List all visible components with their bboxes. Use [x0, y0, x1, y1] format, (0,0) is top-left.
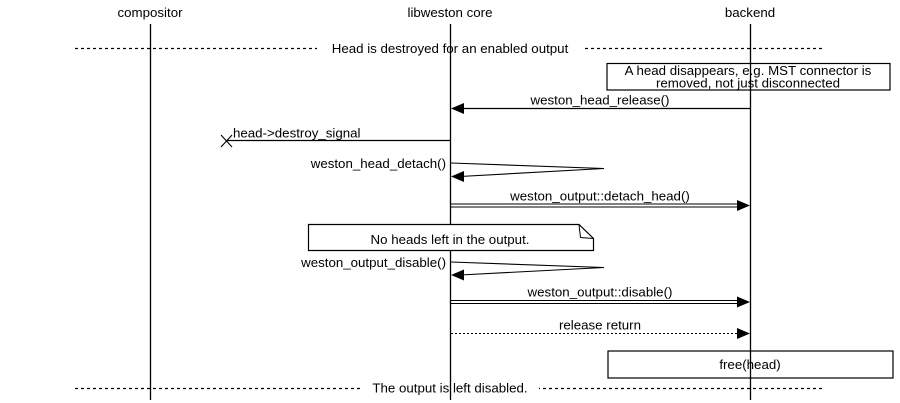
arrowhead-left-icon	[451, 171, 464, 182]
message-output-disable-call-back-line	[459, 266, 605, 276]
note-mst-line2: removed, not just disconnected	[656, 76, 840, 91]
arrowhead-right-icon	[737, 200, 750, 211]
arrowhead-right-icon	[737, 296, 750, 308]
message-output-disable-call-label: weston_output_disable()	[300, 255, 446, 270]
note-fold-corner-icon	[578, 224, 594, 239]
note-mst-box	[606, 62, 891, 91]
message-output-disable: weston_output::disable()	[451, 285, 750, 308]
arrowhead-right-icon	[737, 328, 750, 339]
lost-message-x-icon	[220, 134, 233, 148]
note-mst-line1: A head disappears, e.g. MST connector is	[625, 63, 872, 78]
message-head-detach-label: weston_head_detach()	[310, 156, 446, 171]
message-output-disable-call: weston_output_disable()	[300, 255, 605, 281]
message-output-disable-call-out-line	[450, 261, 605, 269]
message-head-release-label: weston_head_release()	[530, 93, 670, 108]
note-free-head-label: free(head)	[719, 357, 780, 372]
arrowhead-left-icon	[451, 103, 464, 114]
message-head-detach-back-line	[459, 167, 605, 178]
arrowhead-left-icon	[451, 269, 464, 281]
actor-label-compositor: compositor	[117, 5, 183, 20]
note-mst: A head disappears, e.g. MST connector is…	[625, 63, 872, 91]
message-release-return: release return	[451, 318, 750, 339]
message-output-disable-label: weston_output::disable()	[527, 285, 673, 300]
note-no-heads-box	[307, 223, 595, 252]
note-no-heads-label: No heads left in the output.	[371, 232, 530, 247]
message-release-return-label: release return	[559, 318, 641, 333]
message-head-detach: weston_head_detach()	[310, 156, 605, 182]
note-no-heads: No heads left in the output.	[307, 223, 595, 252]
message-detach-head-label: weston_output::detach_head()	[509, 189, 690, 204]
actor-label-libweston-core: libweston core	[408, 5, 493, 20]
message-destroy-signal-label: head->destroy_signal	[233, 126, 361, 141]
actor-label-backend: backend	[725, 5, 775, 20]
message-head-release: weston_head_release()	[451, 93, 750, 114]
message-detach-head: weston_output::detach_head()	[451, 189, 750, 211]
message-destroy-signal: head->destroy_signal	[220, 126, 450, 148]
message-head-detach-out-line	[450, 162, 605, 170]
